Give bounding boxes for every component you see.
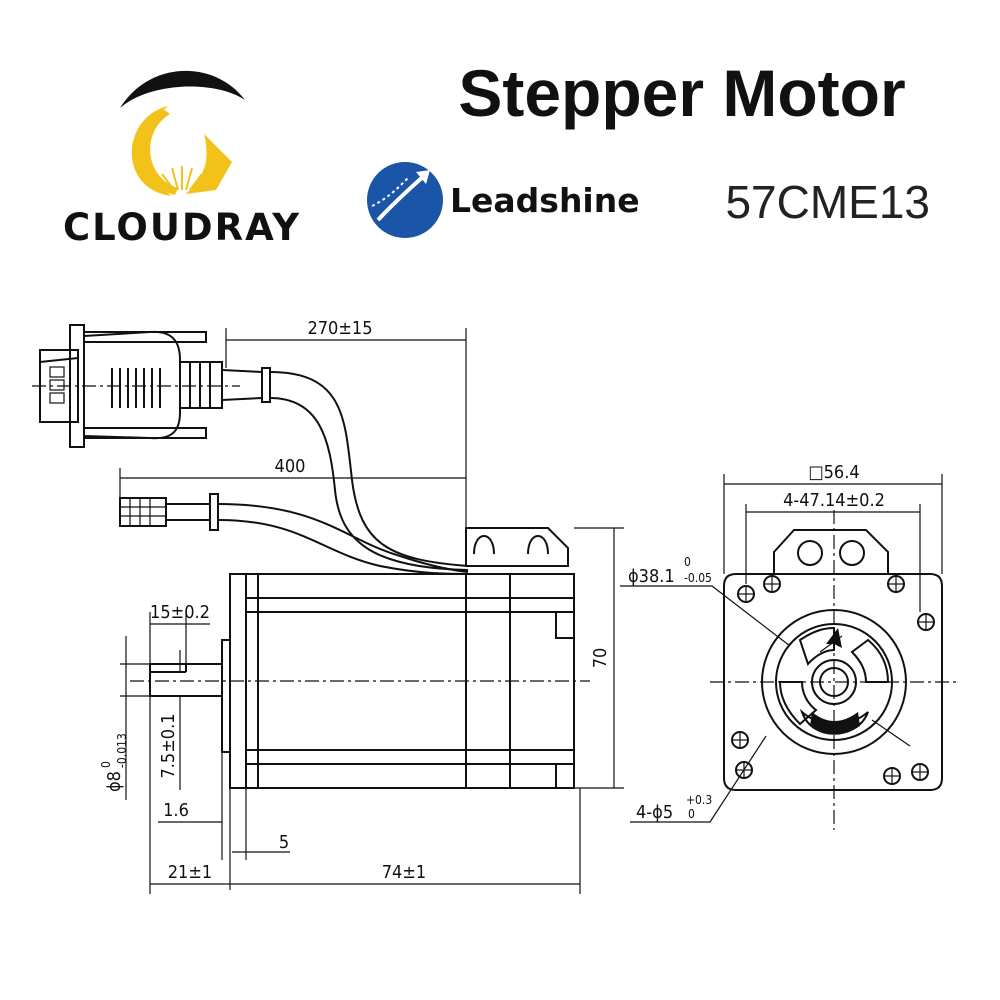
cloudray-wordmark: CLOUDRAY	[63, 206, 301, 249]
mount-hole-tl-icon	[763, 575, 781, 593]
dim-shaft-length: 15±0.2	[150, 602, 210, 623]
svg-text:0: 0	[684, 555, 691, 569]
page-title: Stepper Motor	[458, 56, 905, 130]
leadshine-logo: Leadshine	[367, 162, 640, 238]
connector-grip-ribs	[111, 368, 161, 408]
mount-hole-br-icon	[883, 767, 901, 785]
svg-text:ϕ8: ϕ8	[104, 771, 125, 792]
dimension-lines	[119, 328, 943, 894]
front-arrow-icon	[819, 628, 843, 653]
svg-text:+0.3: +0.3	[686, 793, 712, 807]
dim-pilot-diameter: ϕ38.1 0 -0.05	[628, 555, 712, 587]
cables	[217, 371, 469, 575]
dim-square: □56.4	[808, 462, 859, 483]
leadshine-circle-icon	[367, 162, 443, 238]
svg-text:0: 0	[99, 761, 113, 768]
dim-flange-thick: 1.6	[163, 800, 189, 821]
dim-cable-400: 400	[275, 456, 306, 477]
leadshine-wordmark: Leadshine	[450, 181, 640, 220]
wire-leads	[119, 493, 219, 531]
dim-height-70: 70	[590, 648, 611, 669]
db-connector	[32, 324, 271, 448]
svg-text:-0.013: -0.013	[115, 733, 129, 768]
logo-gold-corner-icon	[186, 134, 232, 194]
logo-gold-crescent-icon	[131, 106, 172, 196]
logo-black-arc-icon	[120, 70, 245, 108]
dim-boss-depth: 5	[279, 832, 289, 853]
model-number: 57CME13	[725, 176, 930, 228]
dim-body-length: 74±1	[382, 862, 426, 883]
dim-shaft-diameter: ϕ8 0 -0.013	[99, 733, 129, 792]
logo-sun-rays-icon	[161, 166, 203, 191]
svg-text:ϕ38.1: ϕ38.1	[628, 566, 675, 587]
dim-cable-270: 270±15	[307, 318, 372, 339]
front-logo-badge-icon	[810, 712, 860, 734]
dim-shaft-ext: 21±1	[168, 862, 212, 883]
cloudray-logo: CLOUDRAY	[63, 70, 301, 249]
svg-text:4-ϕ5: 4-ϕ5	[636, 802, 673, 823]
dim-shaft-flat: 7.5±0.1	[158, 713, 179, 778]
motor-side-view	[130, 527, 590, 789]
mount-hole-tr-icon	[887, 575, 905, 593]
svg-text:-0.05: -0.05	[684, 571, 712, 585]
dim-bolt-spacing: 4-47.14±0.2	[783, 490, 885, 511]
svg-text:0: 0	[688, 807, 695, 821]
dim-mount-holes: 4-ϕ5 +0.3 0	[636, 793, 712, 823]
motor-front-view	[710, 510, 960, 830]
